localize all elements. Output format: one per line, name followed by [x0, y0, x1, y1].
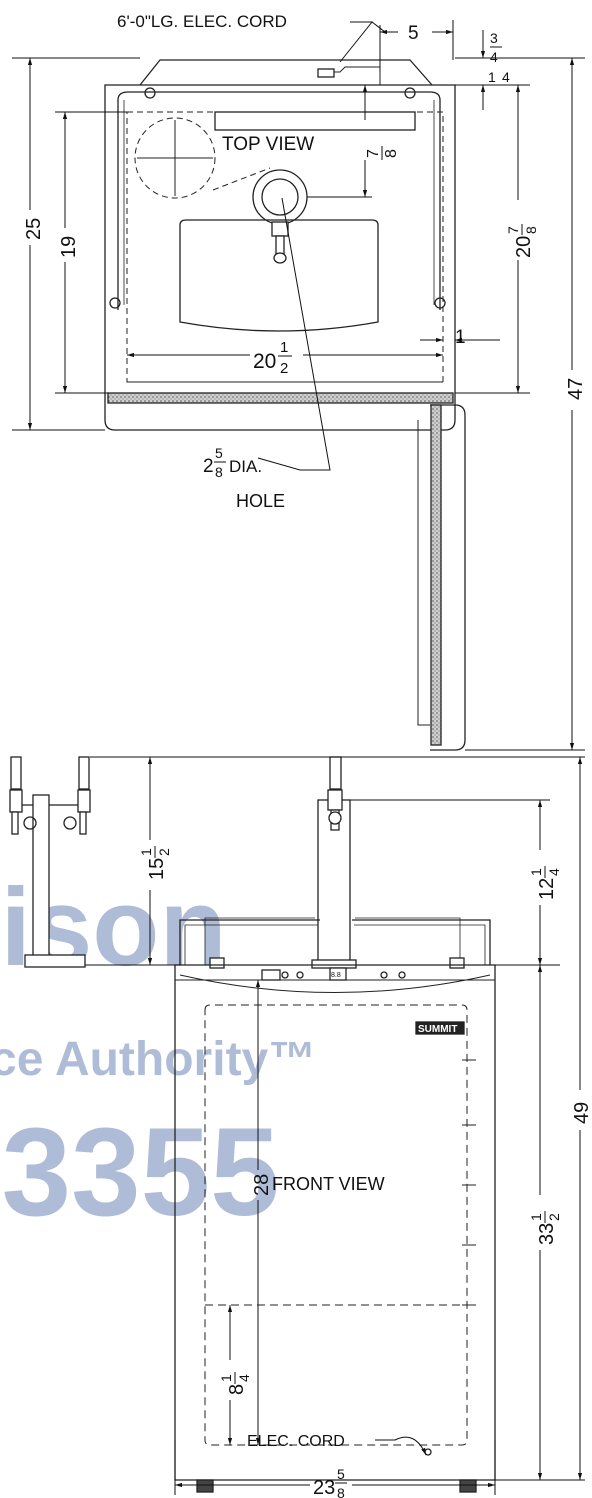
top-cabinet-outline	[104, 84, 456, 431]
tower-height-num: 1	[138, 848, 154, 856]
rail-post-rear-left	[144, 87, 156, 99]
watermark-line3: -3355	[0, 1103, 280, 1242]
step-value-den: 4	[490, 49, 498, 65]
offset-num: 7	[365, 149, 382, 158]
dual-tap-base	[24, 954, 86, 968]
top-vent	[214, 111, 416, 131]
door-swing-outline	[430, 404, 466, 751]
top-dimensions	[12, 20, 585, 751]
width-inner-num: 1	[280, 339, 288, 356]
shelf-height-num: 1	[218, 1374, 234, 1382]
top-view-title: TOP VIEW	[222, 134, 314, 155]
width-inner-den: 2	[280, 360, 288, 377]
door-swing-value: 47	[565, 378, 587, 400]
cabinet-height-den: 2	[546, 1213, 562, 1221]
width-whole: 23	[313, 1477, 335, 1498]
rail-post-rear-right	[404, 87, 416, 99]
tap-ring-inner	[261, 178, 299, 216]
watermark: lison ce Authority™ -3355	[0, 866, 316, 1242]
cord-offset-value: 5	[408, 23, 419, 44]
depth-right-den: 8	[523, 226, 539, 234]
step-value-num: 3	[490, 30, 498, 46]
inner-dashed-outline	[126, 111, 444, 383]
tap-ring-outer	[252, 169, 308, 225]
brand-logo: SUMMIT	[418, 1024, 457, 1035]
rail-post-right	[434, 297, 446, 309]
step-value-1: 1	[488, 69, 496, 85]
cabinet-height-whole: 33	[536, 1223, 558, 1245]
drip-tray	[179, 219, 379, 332]
depth-right-whole: 20	[513, 236, 535, 258]
tap-handle-single	[329, 756, 342, 790]
display-readout: 8.8	[331, 972, 341, 979]
cord-plug	[317, 68, 335, 78]
tap-height-num: 1	[528, 868, 544, 876]
front-labels: 15 1 2 12 1 4 49 33 1 2 28 FRONT VIEW 8 …	[138, 846, 592, 1498]
side-gap-value: 1	[455, 327, 466, 348]
rail-right	[352, 919, 491, 965]
hole-whole: 2	[203, 456, 214, 477]
keg-outline	[134, 117, 216, 199]
top-gasket	[107, 392, 454, 404]
tap-handle-right	[78, 756, 90, 790]
tap-height-whole: 12	[536, 878, 558, 900]
interior-height-value: 28	[251, 1174, 273, 1196]
overall-height-value: 49	[571, 1102, 592, 1124]
depth-overall-value: 25	[23, 218, 45, 240]
watermark-line2: ce Authority™	[0, 1033, 316, 1086]
depth-right-num: 7	[505, 226, 521, 234]
step-value-4: 4	[502, 69, 510, 85]
rail-post-left	[109, 297, 121, 309]
front-cord-label: ELEC. CORD	[247, 1433, 345, 1450]
front-view-title: FRONT VIEW	[272, 1174, 385, 1194]
width-inner-whole: 20	[253, 350, 276, 373]
hole-num: 5	[215, 445, 223, 461]
cabinet-height-num: 1	[528, 1213, 544, 1221]
brand-plate	[415, 1021, 465, 1035]
width-den: 8	[337, 1485, 345, 1498]
tap-height-den: 4	[546, 868, 562, 876]
shelf-height-den: 4	[236, 1374, 252, 1382]
tap-handle-left	[10, 756, 22, 790]
cord-length-label: 6'-0"LG. ELEC. CORD	[117, 12, 287, 31]
top-view	[104, 59, 466, 751]
foot-left	[196, 1479, 214, 1493]
rail-left	[179, 919, 320, 965]
rear-bracket	[139, 59, 433, 86]
top-labels: 6'-0"LG. ELEC. CORD 5 3 4 1 4 25 19 20 7…	[23, 12, 587, 511]
top-railing	[117, 91, 441, 310]
hole-dia-label: DIA.	[229, 457, 262, 476]
offset-den: 8	[383, 149, 400, 158]
foot-right	[459, 1479, 477, 1493]
tower-height-whole: 15	[146, 858, 168, 880]
shelf-height-whole: 8	[226, 1384, 248, 1395]
depth-inner-value: 19	[58, 236, 80, 258]
front-dimensions	[85, 756, 585, 1495]
hole-den: 8	[215, 464, 223, 480]
width-num: 5	[337, 1466, 345, 1482]
temp-display	[329, 967, 347, 981]
hole-word-label: HOLE	[236, 491, 285, 511]
interior-liner	[204, 1004, 468, 1446]
tower-height-den: 2	[156, 848, 172, 856]
door-gasket	[430, 404, 442, 746]
